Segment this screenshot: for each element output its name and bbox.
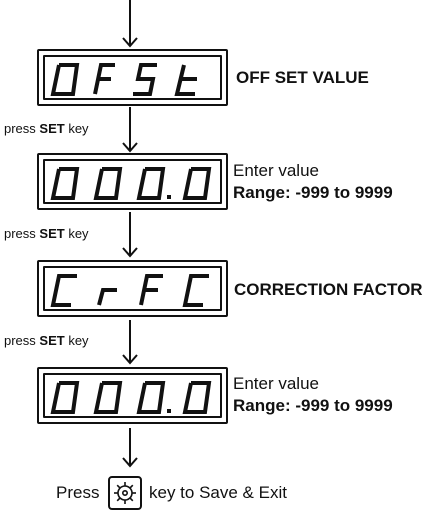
press-set-note: press SET key [4,121,89,136]
flow-arrow [122,0,138,48]
range-text: Range: -999 to 9999 [233,183,393,202]
enter-value-text: Enter value [233,161,319,180]
set-key-label: SET [39,333,65,348]
press-set-note: press SET key [4,333,89,348]
step-label-offset: OFF SET VALUE [236,68,369,87]
seven-segment-ofst [50,63,197,96]
press-set-note: press SET key [4,226,89,241]
flow-arrow [122,107,138,153]
gear-key-button [108,476,142,510]
flow-arrow [122,212,138,258]
display-crfc [37,260,228,317]
gear-icon [114,482,136,504]
value-hint: Enter value Range: -999 to 9999 [233,373,393,417]
display-ofst [37,49,228,106]
range-text: Range: -999 to 9999 [233,396,393,415]
seven-segment-000-0 [50,381,212,414]
seven-segment-crfc [50,274,209,307]
display-value-offset [37,153,228,210]
seven-segment-000-0 [50,167,212,200]
flow-arrow [122,428,138,468]
set-key-label: SET [39,226,65,241]
enter-value-text: Enter value [233,374,319,393]
step-label-correction: CORRECTION FACTOR [234,280,423,299]
flow-arrow [122,320,138,365]
footer-press-text: Press [56,483,100,502]
value-hint: Enter value Range: -999 to 9999 [233,160,393,204]
footer-save-exit-text: key to Save & Exit [149,483,287,502]
set-key-label: SET [39,121,65,136]
display-value-correction [37,367,228,424]
